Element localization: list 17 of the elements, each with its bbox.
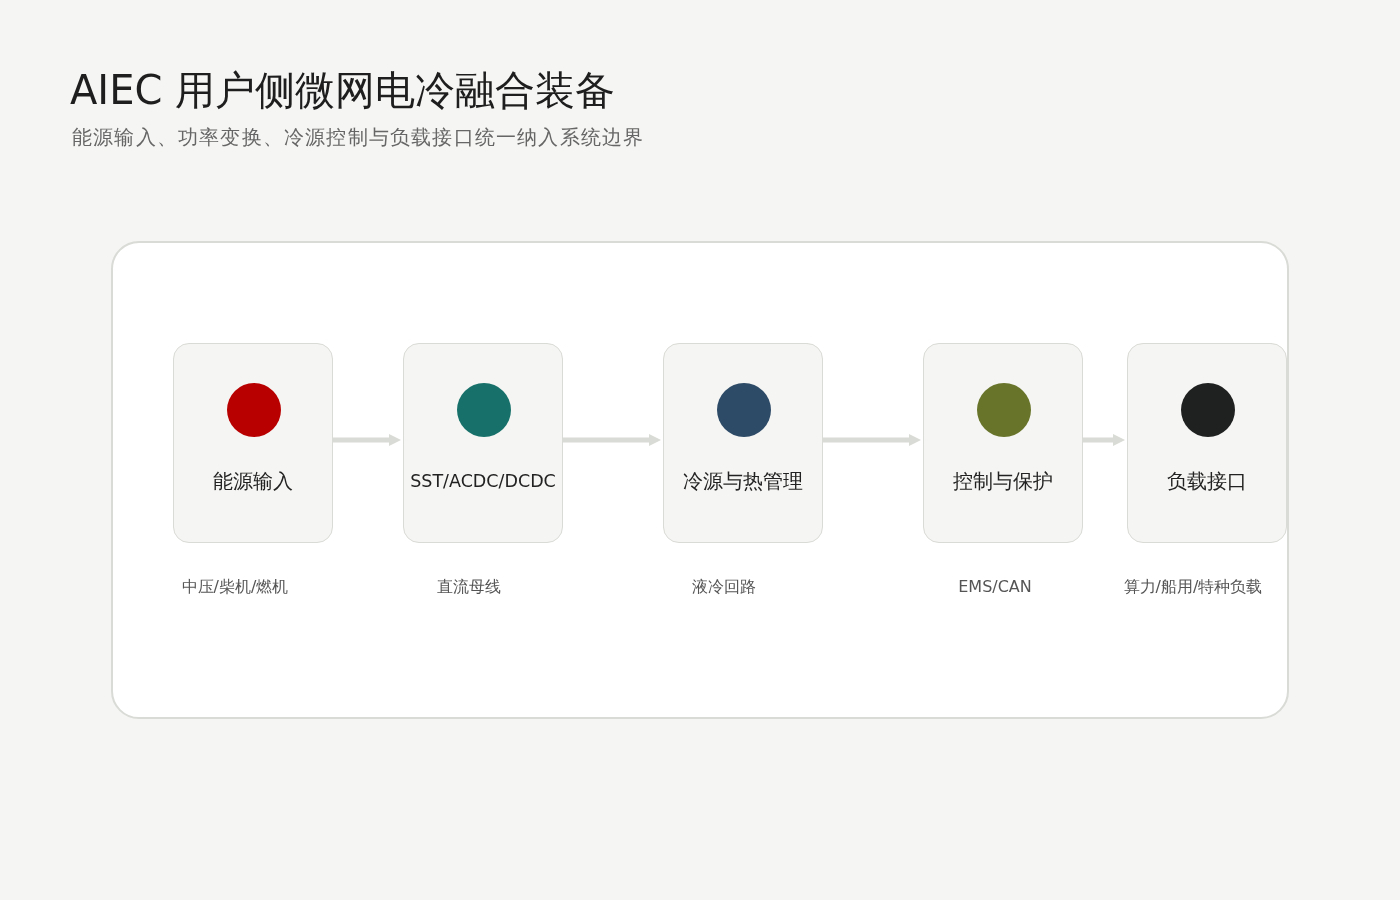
node-caption: 直流母线 — [437, 576, 501, 598]
node-label: SST/ACDC/DCDC — [410, 470, 556, 493]
arrow — [1081, 434, 1125, 446]
title: AIEC 用户侧微网电冷融合装备 — [70, 66, 616, 114]
node-label: 控制与保护 — [953, 468, 1053, 494]
arrow — [561, 434, 661, 446]
subtitle: 能源输入、功率变换、冷源控制与负载接口统一纳入系统边界 — [72, 124, 645, 150]
node-caption: 中压/柴机/燃机 — [181, 576, 289, 598]
container-box — [111, 241, 1289, 719]
node-label: 负载接口 — [1167, 468, 1247, 494]
node-caption: EMS/CAN — [958, 576, 1032, 598]
node-caption: 液冷回路 — [692, 576, 756, 598]
arrow — [821, 434, 921, 446]
node-label: 能源输入 — [213, 468, 293, 494]
node-caption: 算力/船用/特种负载 — [1123, 576, 1263, 598]
arrow — [331, 434, 401, 446]
node-label: 冷源与热管理 — [683, 468, 803, 494]
